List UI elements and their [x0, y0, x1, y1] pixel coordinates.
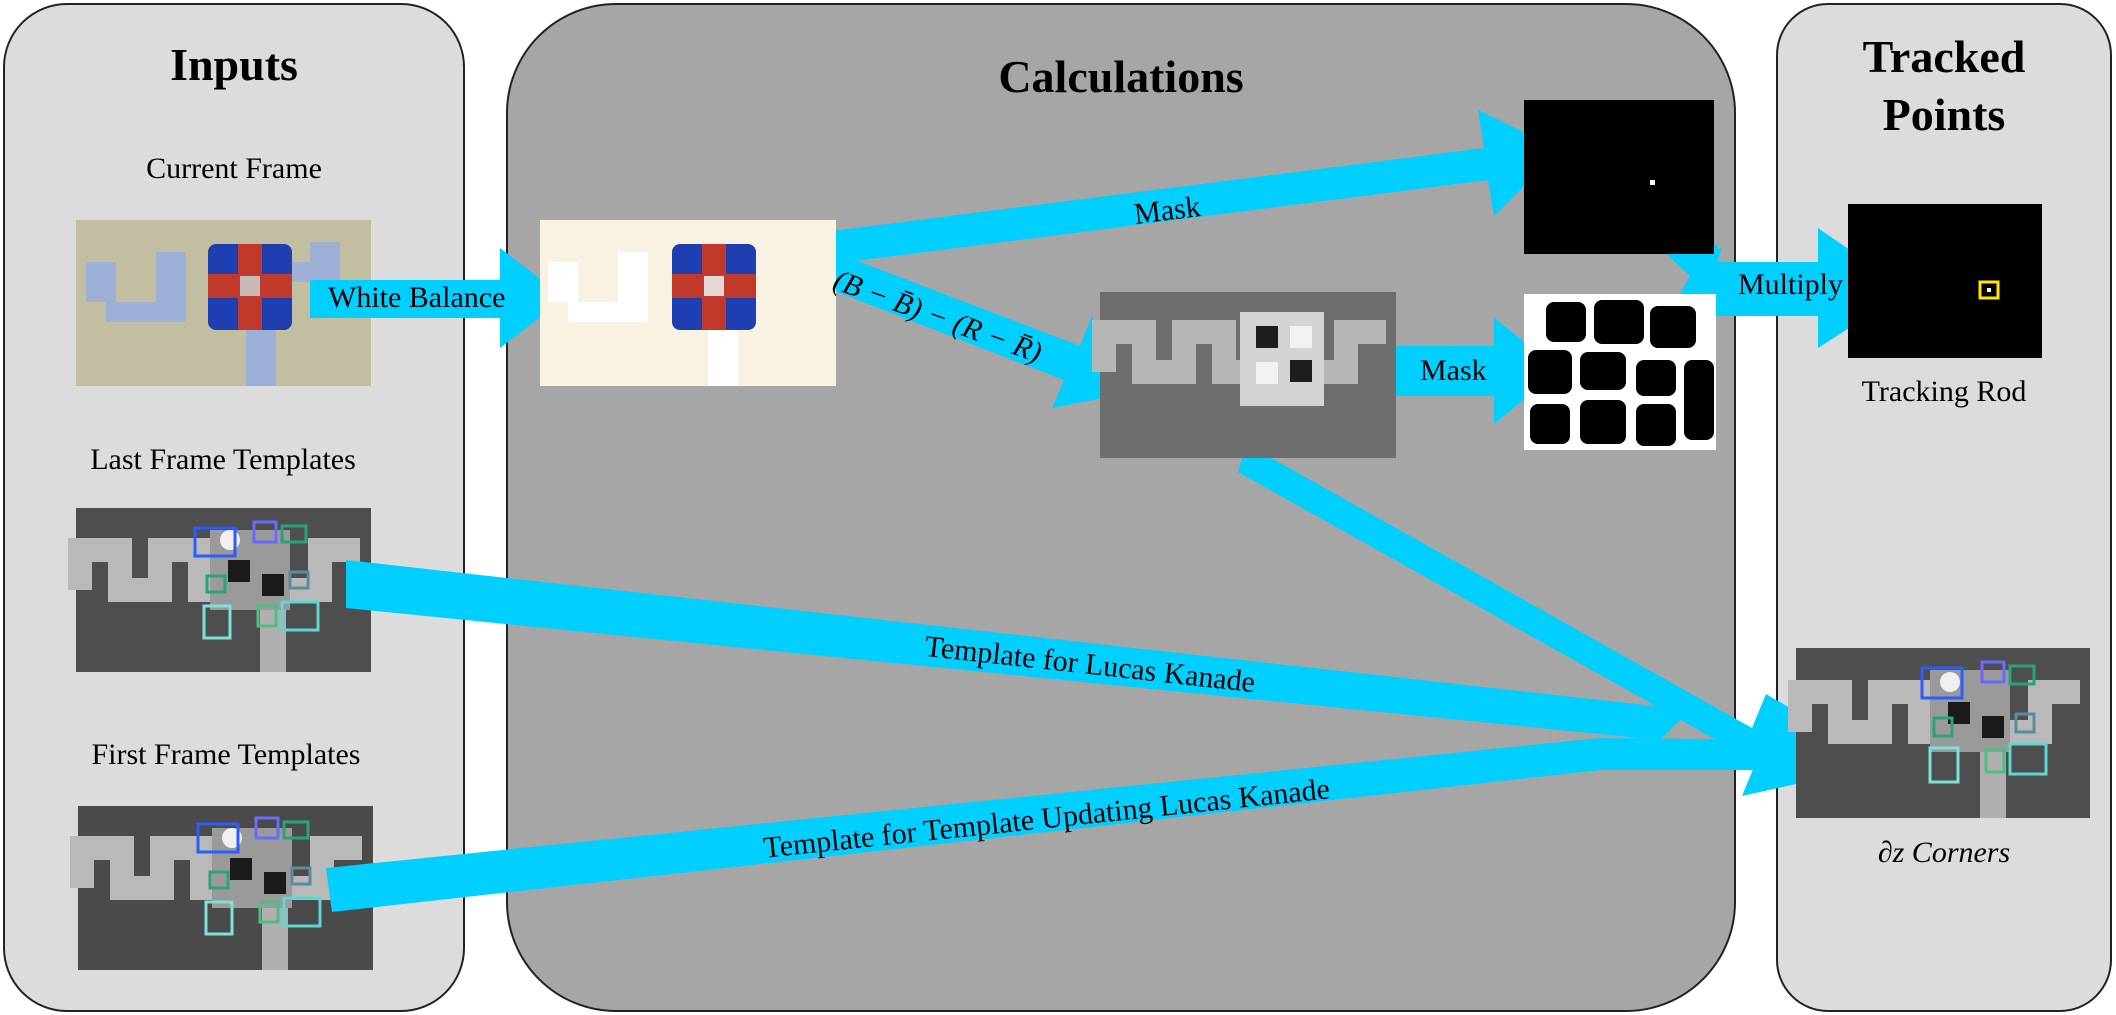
lucas-kanade-arrow: [346, 560, 1690, 740]
current-frame-label: Current Frame: [146, 152, 322, 185]
white-balance-arrow: [310, 248, 565, 348]
mask-mid-arrow: [1392, 318, 1560, 424]
inputs-title: Inputs: [170, 39, 298, 90]
template-updating-arrow: [326, 738, 1850, 912]
mask-top-arrow: [808, 110, 1560, 266]
tracked-title-line2: Points: [1882, 88, 2006, 140]
tracking-rod-image: [1848, 204, 2042, 358]
tracked-points-panel: [1776, 3, 2112, 1012]
corners-label: ∂z Corners: [1877, 836, 2011, 869]
mask-mid-label: Mask: [1420, 354, 1487, 387]
calculations-title: Calculations: [998, 51, 1244, 102]
first-frame-templates-image: [70, 806, 373, 970]
white-balanced-image: [540, 220, 836, 386]
first-frame-templates-label: First Frame Templates: [91, 738, 361, 771]
last-frame-templates-image: [68, 508, 371, 672]
corners-image: [1788, 648, 2090, 818]
difference-image: [1092, 292, 1396, 458]
mask-mid-image: [1524, 294, 1716, 450]
mask-top-image: [1524, 100, 1714, 254]
formula-arrow: [796, 242, 1134, 408]
multiply-label: Multiply: [1738, 268, 1844, 301]
tracking-rod-label: Tracking Rod: [1861, 375, 2027, 408]
white-balance-label: White Balance: [328, 281, 506, 314]
grayscale-to-corners-arrow: [1232, 418, 1886, 796]
tracked-title-line1: Tracked: [1862, 31, 2026, 82]
last-frame-templates-label: Last Frame Templates: [90, 443, 356, 476]
tracked-points-title: Tracked Points: [1776, 28, 2112, 143]
current-frame-image: [76, 220, 371, 386]
